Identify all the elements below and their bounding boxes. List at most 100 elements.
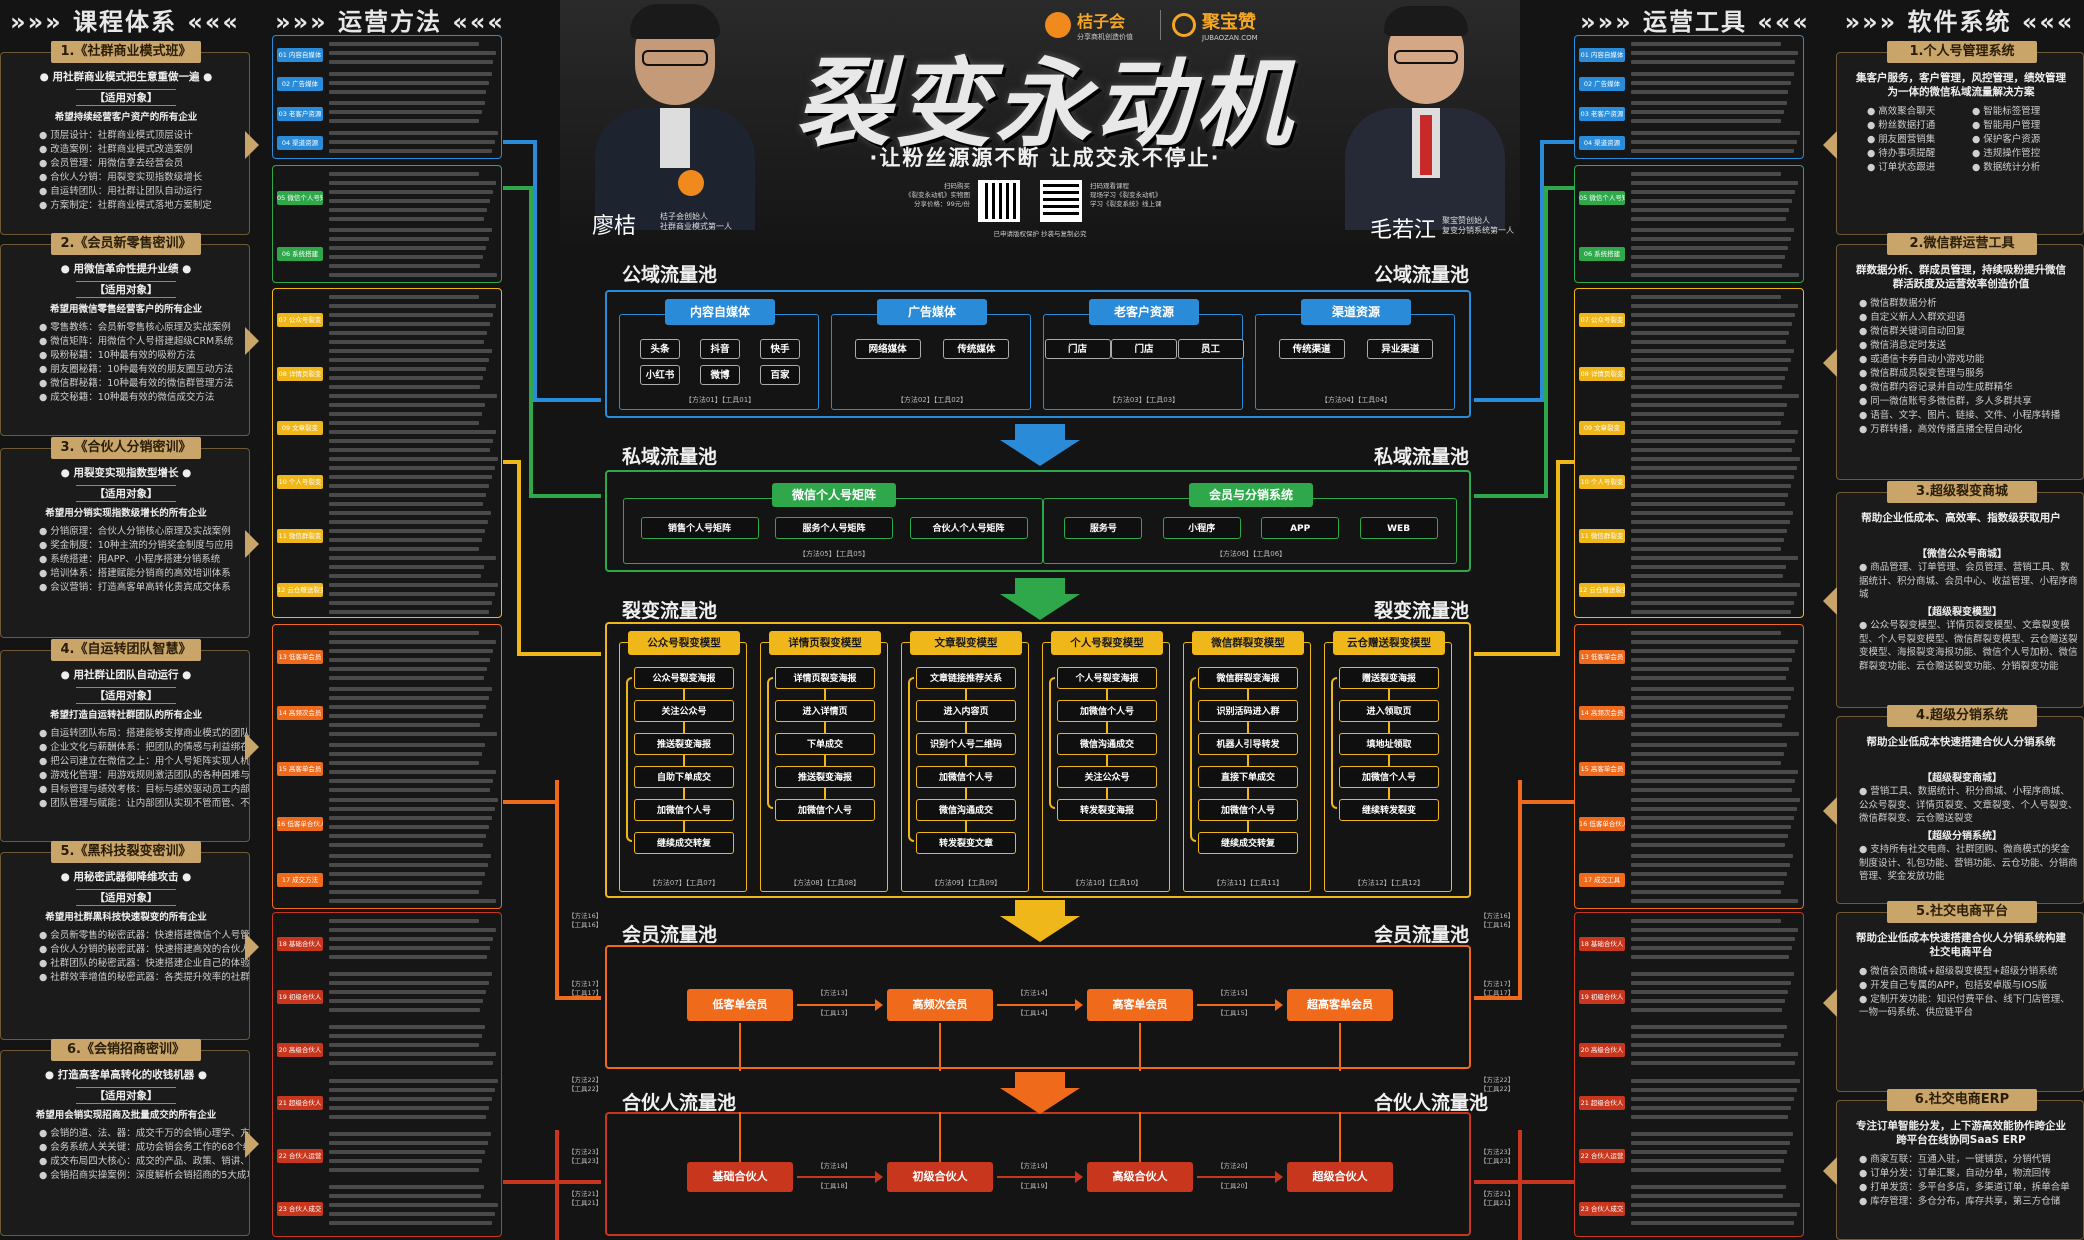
big-arrow-stem: [1015, 900, 1065, 916]
fission-step[interactable]: 进入详情页: [775, 700, 875, 722]
fission-step[interactable]: 继续成交转复: [634, 832, 734, 854]
public-item[interactable]: 网络媒体: [854, 339, 921, 359]
private-item[interactable]: 销售个人号矩阵: [640, 517, 759, 539]
method-detail-line: [1631, 71, 1794, 76]
private-item[interactable]: 合伙人个人号矩阵: [909, 517, 1028, 539]
partner-node[interactable]: 超级合伙人: [1287, 1162, 1393, 1192]
public-item[interactable]: 传统媒体: [943, 339, 1010, 359]
partner-node[interactable]: 高级合伙人: [1087, 1162, 1193, 1192]
fission-step[interactable]: 加微信个人号: [1198, 799, 1298, 821]
fission-step[interactable]: 进入领取页: [1339, 700, 1439, 722]
partner-node[interactable]: 初级合伙人: [887, 1162, 993, 1192]
private-item[interactable]: 小程序: [1162, 517, 1241, 539]
method-detail-line: [329, 955, 487, 959]
fission-step[interactable]: 关注公众号: [1057, 766, 1157, 788]
fission-step[interactable]: 加微信个人号: [916, 766, 1016, 788]
public-item[interactable]: 快手: [760, 339, 800, 359]
public-item[interactable]: 抖音: [700, 339, 740, 359]
public-item[interactable]: 门店: [1111, 339, 1177, 359]
side-ref-left: 【方法23】 【工具23】: [568, 1148, 603, 1165]
method-tag: 12 云仓赠送裂变: [1579, 583, 1625, 597]
fission-step[interactable]: 自助下单成交: [634, 766, 734, 788]
public-group-title: 广告媒体: [877, 299, 987, 325]
member-node[interactable]: 低客单会员: [687, 989, 793, 1021]
private-item[interactable]: 服务个人号矩阵: [775, 517, 893, 539]
member-node[interactable]: 超高客单会员: [1287, 989, 1393, 1021]
fission-step-link: [683, 755, 685, 766]
fission-step[interactable]: 转发裂变文章: [916, 832, 1016, 854]
method-detail-line: [329, 686, 492, 691]
course-fit-label: 【适用对象】: [76, 889, 176, 906]
fission-step[interactable]: 个人号裂变海报: [1057, 667, 1157, 689]
fission-step[interactable]: 加微信个人号: [1339, 766, 1439, 788]
fission-step[interactable]: 微信沟通成交: [916, 799, 1016, 821]
method-detail-line: [1631, 686, 1794, 691]
public-item[interactable]: 异业渠道: [1367, 339, 1434, 359]
fission-step[interactable]: 识别活码进入群: [1198, 700, 1298, 722]
public-item[interactable]: 头条: [640, 339, 680, 359]
header-methods: »»» 运营方法 «««: [275, 8, 505, 36]
fission-step[interactable]: 公众号裂变海报: [634, 667, 734, 689]
fission-step[interactable]: 继续转发裂变: [1339, 799, 1439, 821]
pool-title-right: 合伙人流量池: [1374, 1092, 1489, 1114]
software-title: 2.微信群运营工具: [1887, 233, 2037, 255]
fission-step[interactable]: 推送裂变海报: [775, 766, 875, 788]
method-detail-line: [1631, 89, 1788, 94]
fission-step[interactable]: 直接下单成交: [1198, 766, 1298, 788]
course-item: ● 把公司建立在微信之上：用个人号矩阵实现人机合一: [39, 756, 249, 767]
fission-step[interactable]: 微信群裂变海报: [1198, 667, 1298, 689]
public-item[interactable]: 百家: [760, 365, 800, 385]
fission-step-link: [824, 722, 826, 733]
fission-step[interactable]: 详情页裂变海报: [775, 667, 875, 689]
pool-title-right: 会员流量池: [1374, 924, 1470, 946]
method-detail-line: [329, 448, 490, 452]
private-item[interactable]: 服务号: [1064, 517, 1143, 539]
fission-step[interactable]: 下单成交: [775, 733, 875, 755]
fission-step[interactable]: 加微信个人号: [634, 799, 734, 821]
header-courses: »»» 课程体系 «««: [10, 8, 240, 36]
method-detail-line: [329, 412, 482, 416]
fission-step[interactable]: 填地址领取: [1339, 733, 1439, 755]
member-node[interactable]: 高频次会员: [887, 989, 993, 1021]
method-detail-line: [329, 190, 493, 194]
fission-step[interactable]: 推送裂变海报: [634, 733, 734, 755]
course-item: ● 朋友圈秘籍：10种最有效的朋友圈互动方法: [39, 364, 234, 375]
method-detail-line: [329, 119, 479, 123]
fission-loop-line: [1049, 677, 1055, 809]
fission-step[interactable]: 继续成交转复: [1198, 832, 1298, 854]
method-detail-line: [1631, 778, 1795, 783]
public-item[interactable]: 员工: [1177, 339, 1244, 359]
header-tools: »»» 运营工具 «««: [1580, 8, 1810, 36]
fission-step[interactable]: 识别个人号二维码: [916, 733, 1016, 755]
software-item: ● 万群转播，高效传播直播全程自动化: [1859, 424, 2023, 435]
member-arrow: [997, 1004, 1081, 1006]
fission-step[interactable]: 转发裂变海报: [1057, 799, 1157, 821]
fission-step[interactable]: 加微信个人号: [775, 799, 875, 821]
fission-step[interactable]: 赠送裂变海报: [1339, 667, 1439, 689]
fission-step[interactable]: 进入内容页: [916, 700, 1016, 722]
method-detail-line: [329, 1087, 495, 1092]
method-detail-line: [1631, 601, 1794, 605]
private-item[interactable]: WEB: [1359, 517, 1438, 539]
fission-step[interactable]: 微信沟通成交: [1057, 733, 1157, 755]
public-item[interactable]: 门店: [1044, 339, 1111, 359]
side-ref-right: 【方法21】 【工具21】: [1480, 1190, 1515, 1207]
connector-line: [1474, 996, 1522, 1000]
course-title: 1.《社群商业模式班》: [51, 41, 201, 63]
public-item[interactable]: 微博: [700, 365, 740, 385]
fission-step[interactable]: 关注公众号: [634, 700, 734, 722]
private-item[interactable]: APP: [1261, 517, 1340, 539]
method-detail-line: [329, 981, 489, 986]
method-detail-line: [1631, 807, 1797, 812]
fission-step[interactable]: 机器人引导转发: [1198, 733, 1298, 755]
public-item[interactable]: 传统渠道: [1278, 339, 1345, 359]
public-item[interactable]: 小红书: [640, 365, 680, 385]
fission-step[interactable]: 文章链接推荐关系: [916, 667, 1016, 689]
partner-node[interactable]: 基础合伙人: [687, 1162, 793, 1192]
member-node[interactable]: 高客单会员: [1087, 989, 1193, 1021]
method-detail-line: [1631, 556, 1798, 560]
fission-step[interactable]: 加微信个人号: [1057, 700, 1157, 722]
software-sub-label: 【超级裂变模型】: [1922, 607, 2002, 618]
method-detail-line: [329, 640, 496, 644]
